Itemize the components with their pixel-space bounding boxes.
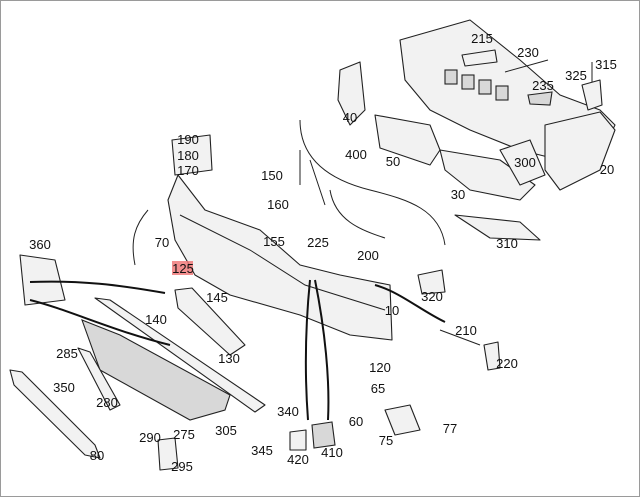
arrow: [374, 284, 446, 323]
label-40[interactable]: 40: [343, 110, 357, 125]
label-340[interactable]: 340: [277, 404, 299, 419]
rod-part-70: [132, 209, 149, 266]
label-320[interactable]: 320: [421, 289, 443, 304]
label-350[interactable]: 350: [53, 380, 75, 395]
sensor-holder-part-410[interactable]: [311, 421, 336, 449]
bracket-part-220[interactable]: [483, 341, 501, 371]
pad-part-235[interactable]: [527, 91, 553, 106]
label-77[interactable]: 77: [443, 421, 457, 436]
license-plate-bracket-part-125[interactable]: [174, 287, 246, 356]
label-420[interactable]: 420: [287, 452, 309, 467]
label-230[interactable]: 230: [517, 45, 539, 60]
arrow: [304, 279, 311, 421]
label-70[interactable]: 70: [155, 235, 169, 250]
label-150[interactable]: 150: [261, 168, 283, 183]
spoiler-part-130[interactable]: [94, 297, 266, 413]
arrow: [29, 280, 166, 294]
label-125[interactable]: 125: [172, 261, 194, 276]
label-410[interactable]: 410: [321, 445, 343, 460]
arrow: [29, 299, 171, 346]
label-180[interactable]: 180: [177, 148, 199, 163]
label-360[interactable]: 360: [29, 237, 51, 252]
arrow: [314, 279, 330, 421]
label-310[interactable]: 310: [496, 236, 518, 251]
washer-kit-part-360[interactable]: [19, 254, 66, 306]
label-210[interactable]: 210: [455, 323, 477, 338]
cap-part-75[interactable]: [384, 404, 421, 436]
label-280[interactable]: 280: [96, 395, 118, 410]
impact-absorber-part-50[interactable]: [374, 114, 441, 166]
mount-strip-part-190[interactable]: [171, 134, 213, 176]
label-305[interactable]: 305: [215, 423, 237, 438]
bracket-part-315[interactable]: [581, 79, 603, 111]
label-345[interactable]: 345: [251, 443, 273, 458]
wiring-harness-part-400[interactable]: [299, 119, 446, 246]
bumper-crease: [179, 214, 386, 311]
label-315[interactable]: 315: [595, 57, 617, 72]
grille-part-285[interactable]: [77, 347, 121, 411]
label-120[interactable]: 120: [369, 360, 391, 375]
highlight-part-125: [172, 261, 193, 275]
bracket-part-310[interactable]: [454, 214, 541, 241]
label-75[interactable]: 75: [379, 433, 393, 448]
mount-part-300[interactable]: [499, 139, 546, 186]
pin-part-230[interactable]: [504, 59, 549, 73]
label-60[interactable]: 60: [349, 414, 363, 429]
label-20[interactable]: 20: [600, 162, 614, 177]
label-290[interactable]: 290: [139, 430, 161, 445]
label-30[interactable]: 30: [451, 187, 465, 202]
bracket-part-30[interactable]: [439, 149, 536, 201]
part-labels: 215 230 235 315 325 40 50 400 300 20 190…: [29, 31, 617, 474]
label-300[interactable]: 300: [514, 155, 536, 170]
label-235[interactable]: 235: [532, 78, 554, 93]
label-295[interactable]: 295: [171, 459, 193, 474]
label-275[interactable]: 275: [173, 427, 195, 442]
label-130[interactable]: 130: [218, 351, 240, 366]
label-155[interactable]: 155: [263, 234, 285, 249]
bumper-cover-part-10[interactable]: [167, 174, 393, 341]
label-170[interactable]: 170: [177, 163, 199, 178]
bracket-part-295[interactable]: [157, 437, 179, 471]
label-190[interactable]: 190: [177, 132, 199, 147]
trim-strip-part-80[interactable]: [9, 369, 101, 459]
sensor-part-210[interactable]: [439, 329, 481, 346]
label-215[interactable]: 215: [471, 31, 493, 46]
ring-part-420[interactable]: [289, 429, 307, 451]
side-bracket-part-20[interactable]: [544, 111, 616, 191]
pad-part-215[interactable]: [461, 49, 498, 67]
label-50[interactable]: 50: [386, 154, 400, 169]
label-10[interactable]: 10: [385, 303, 399, 318]
label-160[interactable]: 160: [267, 197, 289, 212]
label-285[interactable]: 285: [56, 346, 78, 361]
cover-part-320[interactable]: [417, 269, 446, 295]
label-225[interactable]: 225: [307, 235, 329, 250]
label-145[interactable]: 145: [206, 290, 228, 305]
label-140[interactable]: 140: [145, 312, 167, 327]
label-220[interactable]: 220: [496, 356, 518, 371]
label-80[interactable]: 80: [90, 448, 104, 463]
label-200[interactable]: 200: [357, 248, 379, 263]
label-400[interactable]: 400: [345, 147, 367, 162]
label-65[interactable]: 65: [371, 381, 385, 396]
label-325[interactable]: 325: [565, 68, 587, 83]
